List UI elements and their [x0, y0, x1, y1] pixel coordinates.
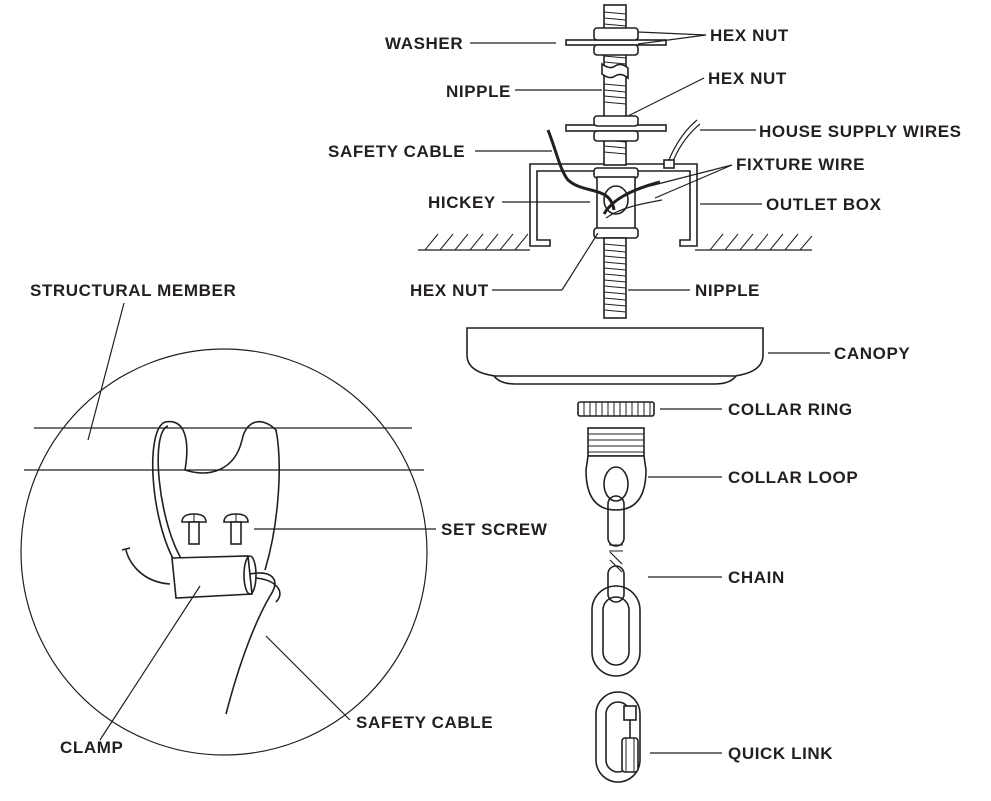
- label-hex-nut-bottom: HEX NUT: [410, 281, 489, 300]
- label-outlet-box: OUTLET BOX: [766, 195, 882, 214]
- fixture-wire-2: [605, 199, 663, 219]
- label-set-screw: SET SCREW: [441, 520, 548, 539]
- safety-cable-loop: [121, 420, 281, 715]
- quick-link: [595, 691, 641, 783]
- label-hex-nut-top: HEX NUT: [710, 26, 789, 45]
- lower-nipple: [603, 237, 627, 319]
- label-nipple-bottom: NIPPLE: [695, 281, 760, 300]
- collar-ring: [577, 401, 655, 417]
- label-hickey: HICKEY: [428, 193, 496, 212]
- label-safety-cable-bottom: SAFETY CABLE: [356, 713, 493, 732]
- fixture-wire-1: [602, 180, 661, 215]
- label-safety-cable-top: SAFETY CABLE: [328, 142, 465, 161]
- canopy: [466, 327, 764, 385]
- collar-loop: [585, 427, 647, 511]
- label-nipple-top: NIPPLE: [446, 82, 511, 101]
- label-clamp: CLAMP: [60, 738, 123, 757]
- label-collar-loop: COLLAR LOOP: [728, 468, 858, 487]
- label-canopy: CANOPY: [834, 344, 910, 363]
- label-chain: CHAIN: [728, 568, 785, 587]
- leader-lines: [87, 31, 830, 754]
- top-washer-and-nut: [565, 27, 667, 56]
- label-fixture-wire: FIXTURE WIRE: [736, 155, 865, 174]
- label-washer: WASHER: [385, 34, 463, 53]
- label-house-supply-wires: HOUSE SUPPLY WIRES: [759, 122, 962, 141]
- chain-links: [591, 495, 641, 677]
- label-collar-ring: COLLAR RING: [728, 400, 853, 419]
- clamp: [171, 555, 257, 599]
- set-screws: [181, 513, 249, 545]
- house-supply-wires: [663, 119, 701, 169]
- ceiling-hatch: [418, 233, 813, 251]
- hickey: [593, 167, 639, 239]
- detail-circle: [20, 348, 428, 756]
- safety-cable-top: [546, 129, 616, 211]
- label-structural-member: STRUCTURAL MEMBER: [30, 281, 236, 300]
- label-hex-nut-mid: HEX NUT: [708, 69, 787, 88]
- mid-washer-and-nut: [565, 115, 667, 142]
- label-quick-link: QUICK LINK: [728, 744, 833, 763]
- outlet-box: [529, 163, 698, 247]
